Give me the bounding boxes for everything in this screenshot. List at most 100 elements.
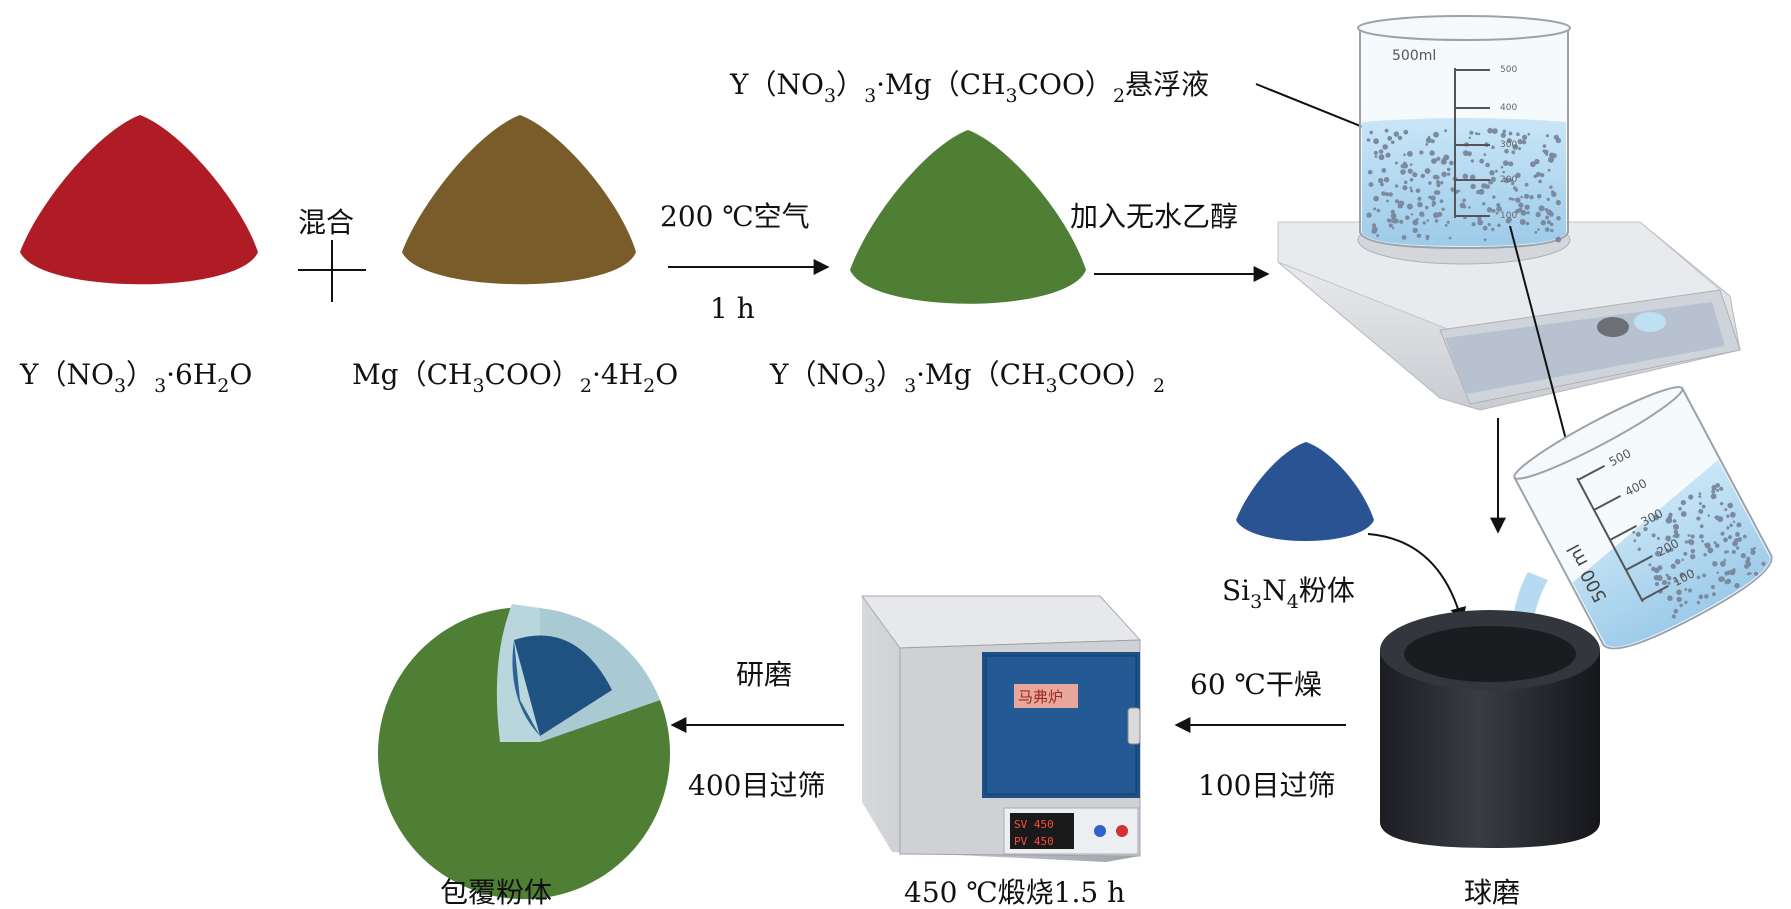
particle-dot xyxy=(1479,158,1485,164)
mg-acetate-label: Mg（CH3COO）2·4H2O xyxy=(352,358,678,397)
particle-dot xyxy=(1680,511,1687,517)
particle-dot xyxy=(1483,153,1487,157)
particle-dot xyxy=(1666,575,1672,581)
particle-dot xyxy=(1726,514,1730,518)
particle-dot xyxy=(1555,200,1561,206)
particle-dot xyxy=(1374,155,1378,158)
particle-dot xyxy=(1653,514,1660,521)
particle-dot xyxy=(1534,158,1540,165)
particle-dot xyxy=(1726,526,1730,530)
particle-dot xyxy=(1731,549,1736,555)
particle-dot xyxy=(1482,202,1486,206)
svg-text:Y（NO3）3·6H2O: Y（NO3）3·6H2O xyxy=(19,358,252,397)
particle-dot xyxy=(1723,558,1727,562)
particle-dot xyxy=(1468,136,1472,139)
particle-dot xyxy=(1371,223,1377,228)
particle-dot xyxy=(1690,553,1696,560)
particle-dot xyxy=(1394,161,1398,165)
particle-dot xyxy=(1497,223,1501,228)
particle-dot xyxy=(1402,161,1407,166)
particle-dot xyxy=(1426,237,1429,241)
particle-dot xyxy=(1673,529,1679,535)
particle-dot xyxy=(1729,523,1733,527)
particle-dot xyxy=(1403,153,1406,156)
particle-dot xyxy=(1518,202,1524,208)
beaker-tick-500: 500 xyxy=(1500,65,1517,75)
particle-dot xyxy=(1546,197,1550,201)
particle-dot xyxy=(1433,131,1439,138)
beaker-tilted: 500 ml 500 400 300 200 100 xyxy=(1513,386,1773,650)
furnace-label: 450 ℃煅烧1.5 h xyxy=(904,876,1125,909)
particle-dot xyxy=(1409,178,1414,182)
particle-dot xyxy=(1698,495,1702,498)
particle-dot xyxy=(1496,206,1502,212)
particle-dot xyxy=(1720,531,1725,536)
y-nitrate-powder-pile xyxy=(20,115,258,285)
particle-dot xyxy=(1490,176,1496,182)
particle-dot xyxy=(1524,204,1530,210)
particle-dot xyxy=(1698,492,1702,495)
particle-dot xyxy=(1401,235,1407,240)
particle-dot xyxy=(1632,530,1636,534)
particle-dot xyxy=(1406,203,1413,210)
particle-dot xyxy=(1729,569,1736,576)
particle-dot xyxy=(1761,561,1766,566)
particle-dot xyxy=(1684,600,1688,605)
particle-dot xyxy=(1551,191,1557,197)
particle-dot xyxy=(1736,522,1742,528)
particle-dot xyxy=(1487,127,1493,134)
particle-dot xyxy=(1487,223,1491,227)
particle-dot xyxy=(1732,540,1738,547)
particle-dot xyxy=(1382,144,1388,150)
particle-dot xyxy=(1674,532,1680,539)
calcine-time-label: 1 h xyxy=(710,292,755,325)
particle-dot xyxy=(1378,149,1384,154)
particle-dot xyxy=(1525,221,1530,226)
particle-dot xyxy=(1661,579,1668,586)
particle-dot xyxy=(1468,206,1471,209)
svg-text:Y（NO3）3·Mg（CH3COO）2悬浮液: Y（NO3）3·Mg（CH3COO）2悬浮液 xyxy=(729,68,1209,107)
particle-dot xyxy=(1504,149,1509,154)
particle-dot xyxy=(1385,192,1390,197)
particle-dot xyxy=(1654,581,1660,587)
particle-dot xyxy=(1707,547,1714,554)
particle-dot xyxy=(1656,574,1663,581)
particle-dot xyxy=(1508,161,1514,167)
particle-dot xyxy=(1518,147,1522,151)
particle-dot xyxy=(1545,215,1550,220)
particle-dot xyxy=(1392,226,1395,230)
particle-dot xyxy=(1407,150,1413,157)
particle-dot xyxy=(1502,129,1507,134)
particle-dot xyxy=(1753,546,1756,550)
particle-dot xyxy=(1656,536,1660,540)
particle-dot xyxy=(1444,223,1448,227)
furnace-door-label xyxy=(1014,684,1078,708)
particle-dot xyxy=(1701,504,1706,509)
particle-dot xyxy=(1671,614,1676,619)
particle-dot xyxy=(1527,132,1531,136)
particle-dot xyxy=(1387,136,1393,141)
particle-dot xyxy=(1687,534,1691,537)
particle-dot xyxy=(1436,183,1441,188)
particle-dot xyxy=(1502,170,1505,174)
particle-dot xyxy=(1489,170,1495,176)
particle-dot xyxy=(1378,177,1384,184)
particle-dot xyxy=(1432,174,1438,180)
particle-dot xyxy=(1516,132,1520,137)
particle-dot xyxy=(1448,236,1452,240)
furnace-sv-readout: SV 450 xyxy=(1014,818,1054,831)
particle-dot xyxy=(1390,217,1397,224)
ball-mill-label: 球磨 xyxy=(1464,876,1520,909)
particle-dot xyxy=(1397,135,1403,141)
particle-dot xyxy=(1407,168,1413,174)
particle-dot xyxy=(1420,173,1426,179)
particle-dot xyxy=(1470,159,1475,163)
particle-dot xyxy=(1405,215,1410,220)
particle-dot xyxy=(1543,149,1549,155)
particle-dot xyxy=(1519,219,1526,225)
particle-dot xyxy=(1522,134,1528,140)
beaker-tick-400: 400 xyxy=(1500,103,1517,113)
particle-dot xyxy=(1696,516,1701,521)
calcine-air-label: 200 ℃空气 xyxy=(660,200,810,233)
particle-dot xyxy=(1657,565,1663,571)
